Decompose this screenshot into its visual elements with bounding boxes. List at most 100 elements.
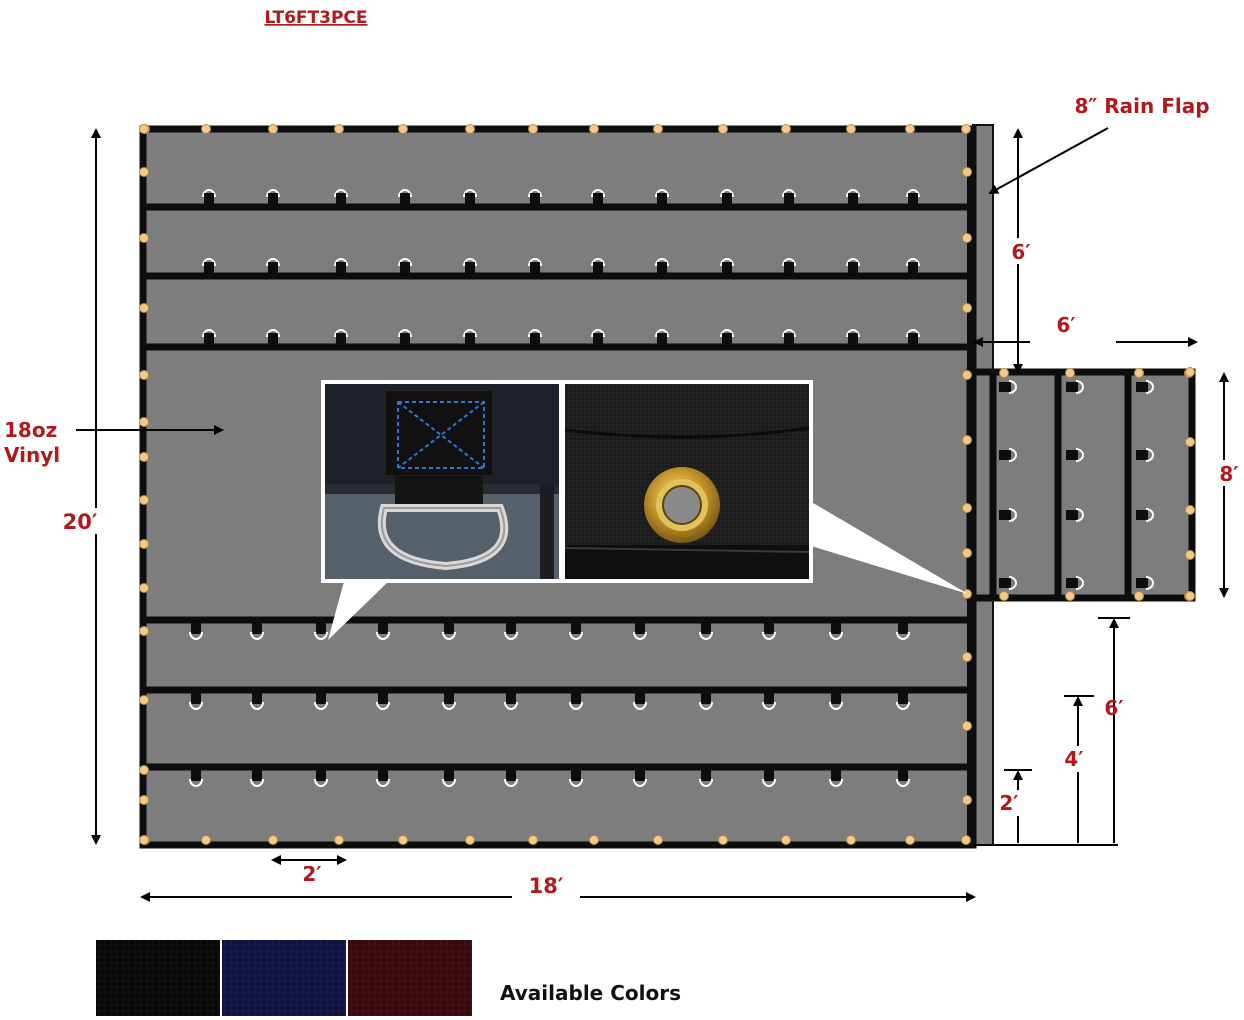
grommet-dot (139, 835, 149, 845)
strap-tab (831, 622, 841, 634)
strap-tab (571, 692, 581, 704)
strap-tab (764, 692, 774, 704)
d-ring-loop (334, 258, 348, 267)
grommet-dot (1065, 591, 1075, 601)
grommet-dot (962, 721, 972, 731)
d-ring-loop (896, 631, 910, 640)
grommet-dot (268, 124, 278, 134)
strap-tab (701, 692, 711, 704)
grommet-dot (961, 124, 971, 134)
strap-tab (764, 769, 774, 781)
grommet-dot (718, 124, 728, 134)
strap-tab (191, 769, 201, 781)
grommet-dot (398, 835, 408, 845)
d-ring-loop (334, 329, 348, 338)
strap-tab (908, 193, 918, 205)
d-ring-loop (504, 778, 518, 787)
strap-tab (722, 193, 732, 205)
strap-tab (465, 193, 475, 205)
d-ring-loop (189, 701, 203, 710)
grommet-dot (905, 835, 915, 845)
grommet-dot (962, 503, 972, 513)
grommet-dot (1185, 550, 1195, 560)
strap-tab (571, 622, 581, 634)
grommet-dot (528, 124, 538, 134)
d-ring-loop (314, 778, 328, 787)
d-ring-loop (569, 778, 583, 787)
width-label: 18′ (529, 874, 564, 898)
strap-tab (336, 193, 346, 205)
color-swatches (96, 940, 472, 1016)
inset-photos (321, 380, 968, 640)
flap-width-label: 6′ (1056, 313, 1075, 337)
strap-tab (378, 692, 388, 704)
d-ring-loop (463, 258, 477, 267)
grommet-dot (465, 124, 475, 134)
grommet-dot (139, 233, 149, 243)
d-ring-loop (504, 701, 518, 710)
grommet-dot (334, 835, 344, 845)
d-ring-loop (1145, 380, 1154, 394)
grommet-dot (139, 417, 149, 427)
grommet-dot (1134, 368, 1144, 378)
stitch-box-icon (397, 401, 485, 469)
d-ring-photo (325, 384, 559, 579)
right-2-label: 2′ (999, 791, 1018, 815)
d-ring-callout (328, 578, 392, 640)
grommet-dot (962, 548, 972, 558)
d-ring-loop (376, 631, 390, 640)
strap-tab (444, 769, 454, 781)
d-ring-loop (376, 778, 390, 787)
strap-tab (336, 333, 346, 345)
d-ring-loop (442, 778, 456, 787)
strap-tab (465, 333, 475, 345)
grommet-dot (528, 835, 538, 845)
strap-tab (764, 622, 774, 634)
flap-height-label: 6′ (1011, 240, 1030, 264)
grommet-dot (999, 368, 1009, 378)
strap-tab (316, 769, 326, 781)
material-label-line1: 18oz (4, 418, 57, 442)
d-ring-loop (569, 631, 583, 640)
side-flap (970, 372, 1192, 598)
d-ring-loop (906, 189, 920, 198)
grommet-dot (846, 835, 856, 845)
right-4-label: 4′ (1064, 747, 1083, 771)
grommet-dot (962, 303, 972, 313)
strap-tab (701, 769, 711, 781)
strap-tab (316, 692, 326, 704)
strap-tab (1066, 510, 1078, 520)
grommet-dot (139, 452, 149, 462)
grommet-dot (1185, 437, 1195, 447)
grommet-dot (139, 583, 149, 593)
d-ring-loop (442, 701, 456, 710)
d-ring-loop (1008, 380, 1017, 394)
d-ring-loop (189, 631, 203, 640)
strap-tab (191, 692, 201, 704)
strap-tab (1066, 578, 1078, 588)
strap-tab (999, 382, 1011, 392)
strap-tab (784, 333, 794, 345)
d-ring-loop (655, 258, 669, 267)
strap-tab (252, 692, 262, 704)
grommet-dot (962, 652, 972, 662)
d-ring-loop (720, 189, 734, 198)
strap-tab (268, 193, 278, 205)
d-ring-loop (829, 778, 843, 787)
rain-flap-label: 8″ Rain Flap (1074, 94, 1209, 118)
strap-tab (378, 769, 388, 781)
d-ring-loop (442, 631, 456, 640)
strap-tab (722, 333, 732, 345)
grommet-dot (1185, 591, 1195, 601)
strap-tab (898, 622, 908, 634)
strap-tab (400, 193, 410, 205)
grommet-dot (653, 835, 663, 845)
grommet-dot (1185, 367, 1195, 377)
grommet-dot (589, 835, 599, 845)
d-ring-loop (463, 329, 477, 338)
d-ring-loop (266, 189, 280, 198)
strap-tab (831, 692, 841, 704)
d-ring-loop (906, 329, 920, 338)
d-ring-loop (846, 258, 860, 267)
d-ring-loop (1075, 448, 1084, 462)
